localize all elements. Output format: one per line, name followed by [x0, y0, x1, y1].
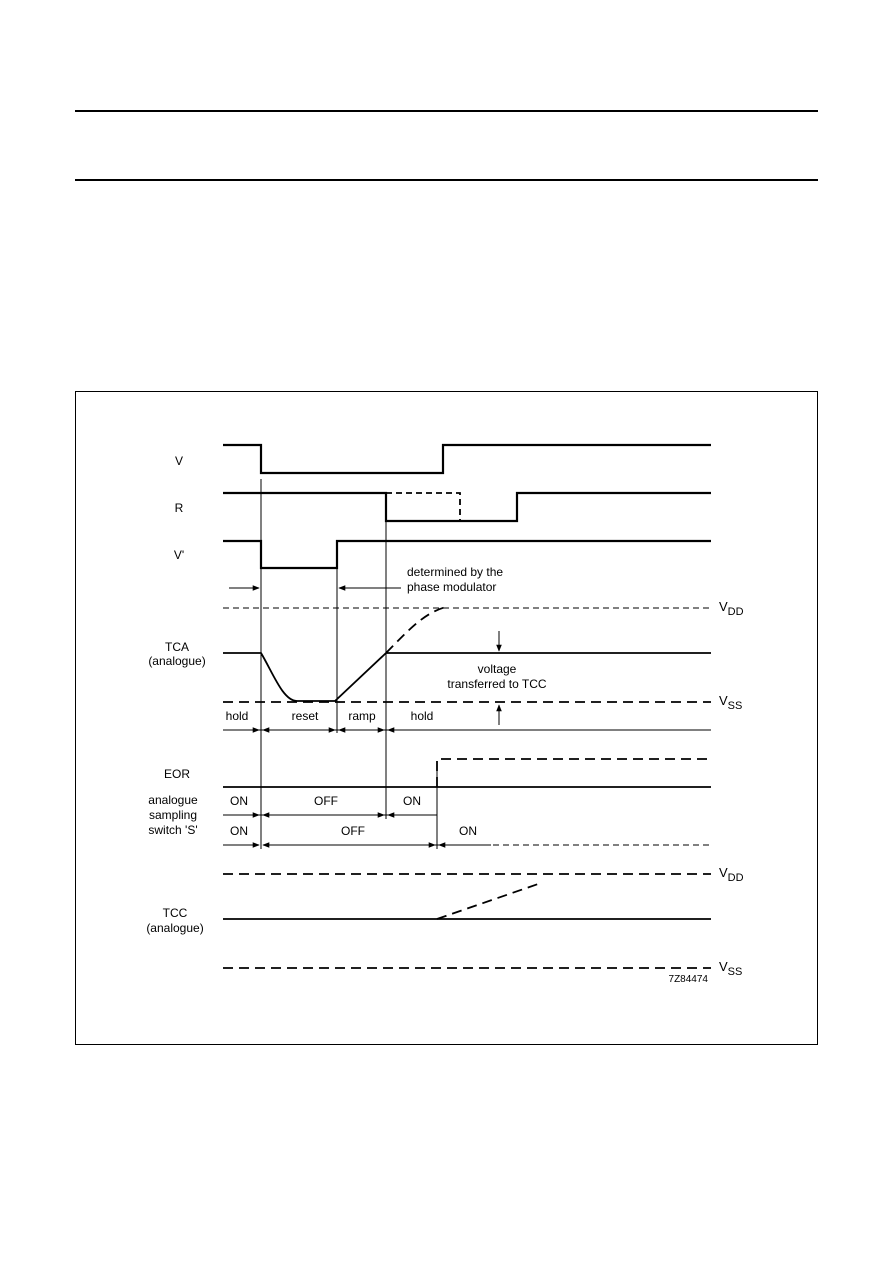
- label-vdd-upper: VDD: [719, 599, 744, 618]
- label-switch-line2: sampling: [149, 808, 197, 822]
- phase-ramp: ramp: [348, 709, 376, 723]
- label-tcc-sub: (analogue): [146, 921, 203, 935]
- switch-row1-state2: OFF: [314, 794, 338, 808]
- label-tcc: TCC: [163, 906, 188, 920]
- signal-eor-alt: [436, 758, 711, 787]
- label-r: R: [175, 501, 184, 515]
- figure-code: 7Z84474: [669, 974, 709, 985]
- timing-diagram-frame: V R V' TCA (analogue) EOR analogue sampl…: [75, 391, 818, 1045]
- switch-row1-state1: ON: [230, 794, 248, 808]
- label-switch-line1: analogue: [148, 793, 198, 807]
- label-switch-line3: switch 'S': [148, 823, 197, 837]
- switch-row1-state3: ON: [403, 794, 421, 808]
- label-vss-upper: VSS: [719, 693, 742, 712]
- signal-tca-alt-ramp: [385, 606, 447, 654]
- timing-diagram: V R V' TCA (analogue) EOR analogue sampl…: [146, 443, 744, 985]
- header-rule-top: [75, 110, 818, 112]
- signal-r-waveform: [223, 491, 711, 523]
- header-rule-bottom: [75, 179, 818, 181]
- signal-tca-waveform: [223, 652, 711, 702]
- phase-hold-right: hold: [411, 709, 434, 723]
- signal-r-alt-edge: [386, 492, 461, 521]
- switch-row2-state2: OFF: [341, 824, 365, 838]
- signal-v-prime-waveform: [223, 539, 711, 570]
- annotation-voltage-line1: voltage: [478, 662, 517, 676]
- annotation-phase-line2: phase modulator: [407, 580, 496, 594]
- annotation-phase-line1: determined by the: [407, 565, 503, 579]
- label-v: V: [175, 454, 183, 468]
- label-eor: EOR: [164, 767, 190, 781]
- label-vss-lower: VSS: [719, 959, 742, 978]
- signal-v-waveform: [223, 443, 711, 475]
- phase-reset: reset: [292, 709, 319, 723]
- label-vdd-lower: VDD: [719, 865, 744, 884]
- switch-row2-state1: ON: [230, 824, 248, 838]
- label-tca: TCA: [165, 640, 189, 654]
- label-v-prime: V': [174, 548, 184, 562]
- phase-hold-left: hold: [226, 709, 249, 723]
- switch-row2-state3: ON: [459, 824, 477, 838]
- label-tca-sub: (analogue): [148, 654, 205, 668]
- signal-tcc-alt: [436, 882, 542, 920]
- annotation-voltage-line2: transferred to TCC: [447, 677, 546, 691]
